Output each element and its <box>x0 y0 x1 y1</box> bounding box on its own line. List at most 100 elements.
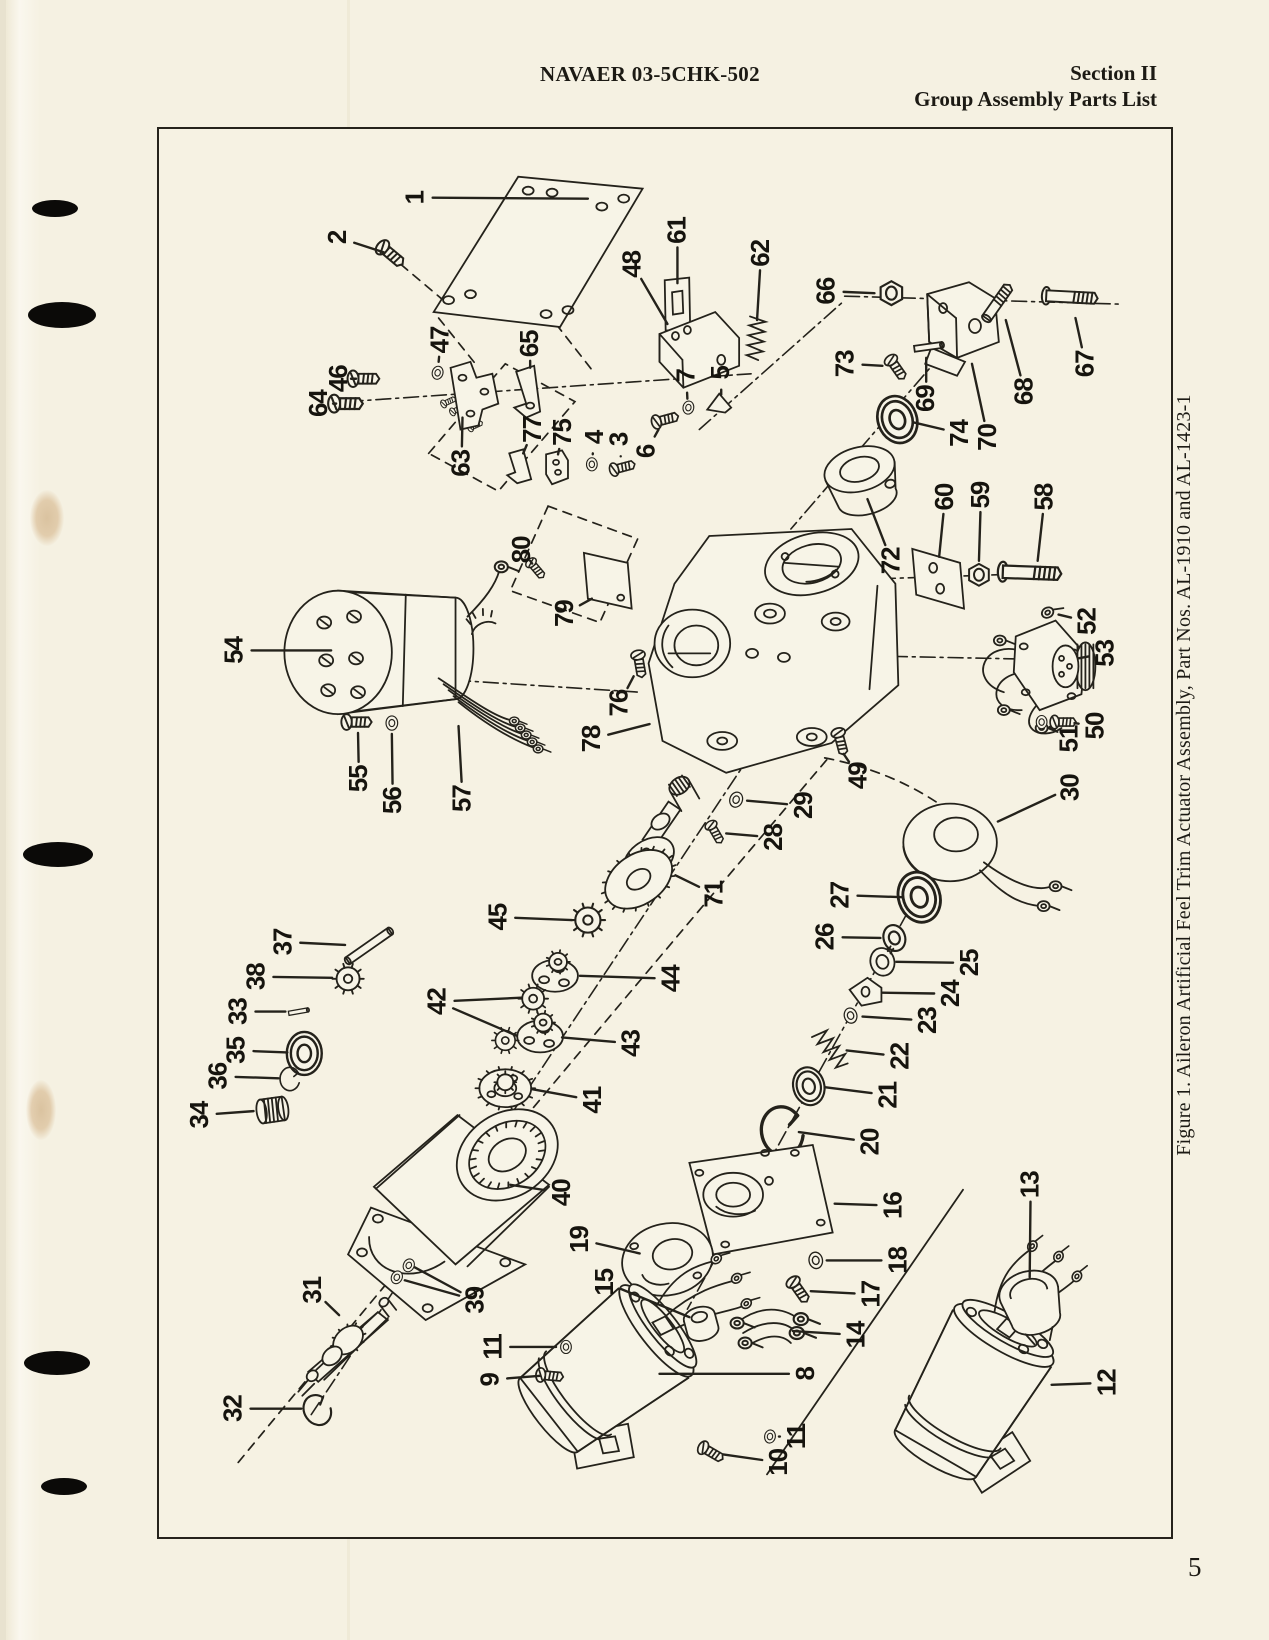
callout-34: 34 <box>186 1100 255 1128</box>
callout-number: 31 <box>299 1276 327 1303</box>
callout-number: 62 <box>747 239 775 266</box>
part-screw <box>704 819 725 844</box>
callout-69: 69 <box>912 356 940 412</box>
callout-number: 58 <box>1031 483 1059 510</box>
callout-30: 30 <box>996 774 1084 823</box>
part-mot <box>517 1252 761 1470</box>
callout-39: 39 <box>403 1266 489 1314</box>
callout-number: 24 <box>937 979 965 1007</box>
callout-76: 76 <box>606 675 635 717</box>
callout-52: 52 <box>1057 608 1101 635</box>
part-ringO <box>302 1394 333 1427</box>
part-bearing <box>285 1030 323 1077</box>
callout-number: 16 <box>879 1192 907 1219</box>
callout-19: 19 <box>566 1225 641 1255</box>
callout-number: 17 <box>857 1280 885 1307</box>
callout-number: 80 <box>508 536 536 563</box>
callout-35: 35 <box>223 1036 289 1064</box>
part-plate24 <box>848 976 883 1007</box>
part-bolt <box>1040 286 1099 306</box>
callout-number: 67 <box>1071 350 1099 377</box>
guide-line <box>766 1188 964 1476</box>
callout-number: 51 <box>1055 725 1083 752</box>
binder-hole <box>23 842 93 867</box>
callout-number: 42 <box>424 988 452 1015</box>
callout-11: 11 <box>479 1334 558 1360</box>
callout-72: 72 <box>866 497 905 574</box>
callout-number: 40 <box>548 1179 576 1206</box>
callout-68: 68 <box>1004 318 1039 405</box>
callout-number: 77 <box>519 415 547 442</box>
callout-number: 28 <box>760 823 788 850</box>
callout-45: 45 <box>484 903 574 930</box>
part-bush13 <box>998 1269 1062 1346</box>
callout-number: 63 <box>448 449 476 476</box>
callout-22: 22 <box>845 1042 914 1070</box>
callout-73: 73 <box>832 350 884 377</box>
part-washer <box>385 715 399 731</box>
guide-line <box>437 317 477 365</box>
callout-number: 49 <box>845 762 873 789</box>
callout-23: 23 <box>861 1007 942 1034</box>
callout-number: 34 <box>186 1100 214 1128</box>
binder-hole <box>28 302 96 328</box>
callout-70: 70 <box>970 362 1002 451</box>
header-right: Section II Group Assembly Parts List <box>914 60 1157 112</box>
callout-60: 60 <box>931 483 959 559</box>
callout-64: 64 <box>305 389 338 417</box>
part-ringO <box>279 1066 301 1092</box>
callout-number: 6 <box>633 444 661 458</box>
callout-number: 27 <box>827 881 855 908</box>
callout-number: 39 <box>461 1286 489 1313</box>
paper-stain <box>26 1080 56 1140</box>
callout-12: 12 <box>1050 1369 1121 1396</box>
part-lock25 <box>869 945 896 977</box>
callout-53: 53 <box>1077 639 1119 667</box>
part-screw <box>883 353 907 380</box>
callout-number: 19 <box>566 1225 594 1252</box>
part-spring <box>743 315 769 362</box>
callout-number: 59 <box>967 481 995 508</box>
callout-6: 6 <box>633 428 661 458</box>
part-bearing <box>896 870 942 924</box>
part-drum40 <box>346 1108 559 1322</box>
callout-number: 22 <box>886 1042 914 1069</box>
callout-36: 36 <box>205 1062 280 1090</box>
callout-61: 61 <box>663 216 691 285</box>
callout-number: 70 <box>974 423 1002 450</box>
callout-number: 43 <box>618 1029 646 1056</box>
callout-number: 33 <box>225 998 253 1025</box>
callout-16: 16 <box>833 1192 907 1219</box>
callout-number: 14 <box>843 1320 871 1348</box>
part-carrier <box>516 1009 564 1054</box>
callout-number: 52 <box>1073 608 1101 635</box>
part-bkt65 <box>512 364 542 419</box>
callout-number: 1 <box>402 190 430 204</box>
part-screw <box>830 727 849 756</box>
callout-42: 42 <box>424 988 523 1037</box>
part-nut <box>879 279 904 307</box>
part-block70 <box>924 281 1000 377</box>
callout-9: 9 <box>476 1372 542 1386</box>
section-subtitle: Group Assembly Parts List <box>914 87 1157 111</box>
callout-number: 5 <box>707 365 735 379</box>
section-title: Section II <box>1070 61 1157 85</box>
binder-hole <box>24 1351 90 1375</box>
callout-number: 75 <box>549 418 577 445</box>
callout-3: 3 <box>606 432 634 458</box>
callout-number: 35 <box>223 1036 251 1063</box>
callout-38: 38 <box>243 963 334 990</box>
part-switch48 <box>658 311 741 389</box>
part-pin <box>287 1007 310 1017</box>
callout-number: 72 <box>877 547 905 574</box>
callout-75: 75 <box>549 418 577 456</box>
callout-13: 13 <box>1017 1171 1045 1279</box>
callout-number: 46 <box>325 365 353 392</box>
callout-57: 57 <box>448 724 476 812</box>
callout-20: 20 <box>797 1128 884 1155</box>
part-washer <box>402 1258 415 1273</box>
callout-25: 25 <box>895 949 984 976</box>
part-ringterm <box>1040 606 1065 619</box>
binder-hole <box>32 200 78 217</box>
